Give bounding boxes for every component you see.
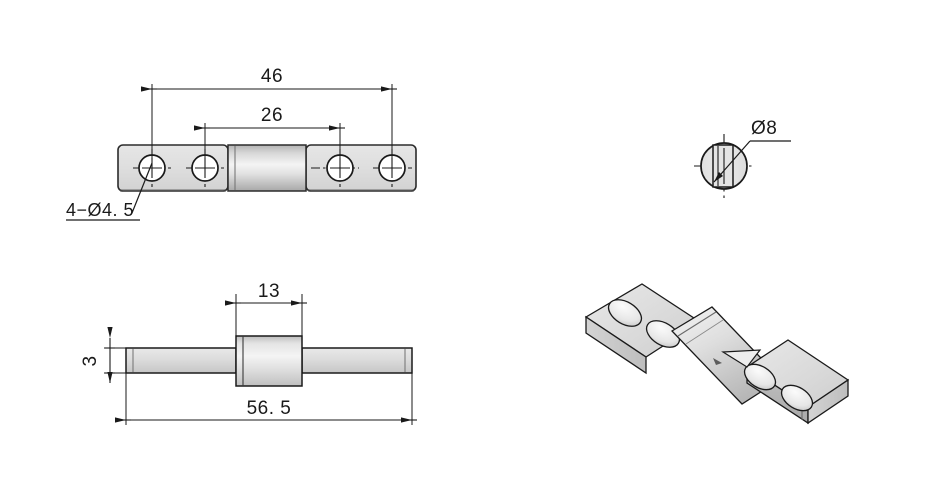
top-view-hole-4 — [373, 149, 412, 187]
section-view: Ø8 — [694, 118, 791, 198]
dimension-56-5: 56. 5 — [115, 373, 417, 425]
iso-cylinder-blend — [721, 349, 762, 368]
dimension-13: 13 — [225, 281, 307, 340]
top-view-center-shaft — [227, 144, 307, 192]
dimension-46: 46 — [141, 66, 397, 163]
iso-hole-1 — [607, 299, 643, 327]
dimension-26-label: 26 — [261, 105, 283, 126]
dimension-26: 26 — [194, 105, 345, 163]
note-4-holes-leader: 4−Ø4. 5 — [66, 162, 153, 221]
dimension-3-label: 3 — [80, 355, 101, 366]
side-view-right-arm — [301, 347, 413, 374]
iso-cylinder-seam-1 — [677, 311, 717, 337]
dimension-d8-label: Ø8 — [751, 118, 777, 139]
iso-view — [584, 283, 850, 425]
iso-right-plate-end — [807, 378, 849, 425]
note-4-holes-label: 4−Ø4. 5 — [66, 200, 134, 220]
side-view-center-boss — [235, 335, 303, 387]
iso-hole-2 — [645, 320, 681, 348]
dimension-3: 3 — [80, 327, 132, 383]
section-inner-slot — [712, 144, 734, 188]
dimension-46-label: 46 — [261, 66, 283, 87]
iso-small-notch — [713, 358, 722, 365]
iso-left-plate-top — [584, 283, 702, 358]
dimension-d8: Ø8 — [713, 118, 791, 183]
iso-cylinder-seam-2 — [685, 319, 724, 345]
top-view-hole-2 — [186, 149, 224, 187]
top-view-hole-3 — [311, 149, 359, 187]
dimension-13-label: 13 — [258, 281, 280, 302]
side-view-left-arm — [125, 347, 237, 374]
iso-hole-3 — [743, 363, 777, 391]
iso-hole-4 — [780, 384, 814, 412]
top-view: 46 26 4−Ø4. 5 — [66, 66, 417, 221]
side-view: 13 3 56. 5 — [80, 281, 417, 425]
dimension-56-5-label: 56. 5 — [247, 398, 292, 419]
iso-left-plate-end — [585, 315, 647, 375]
